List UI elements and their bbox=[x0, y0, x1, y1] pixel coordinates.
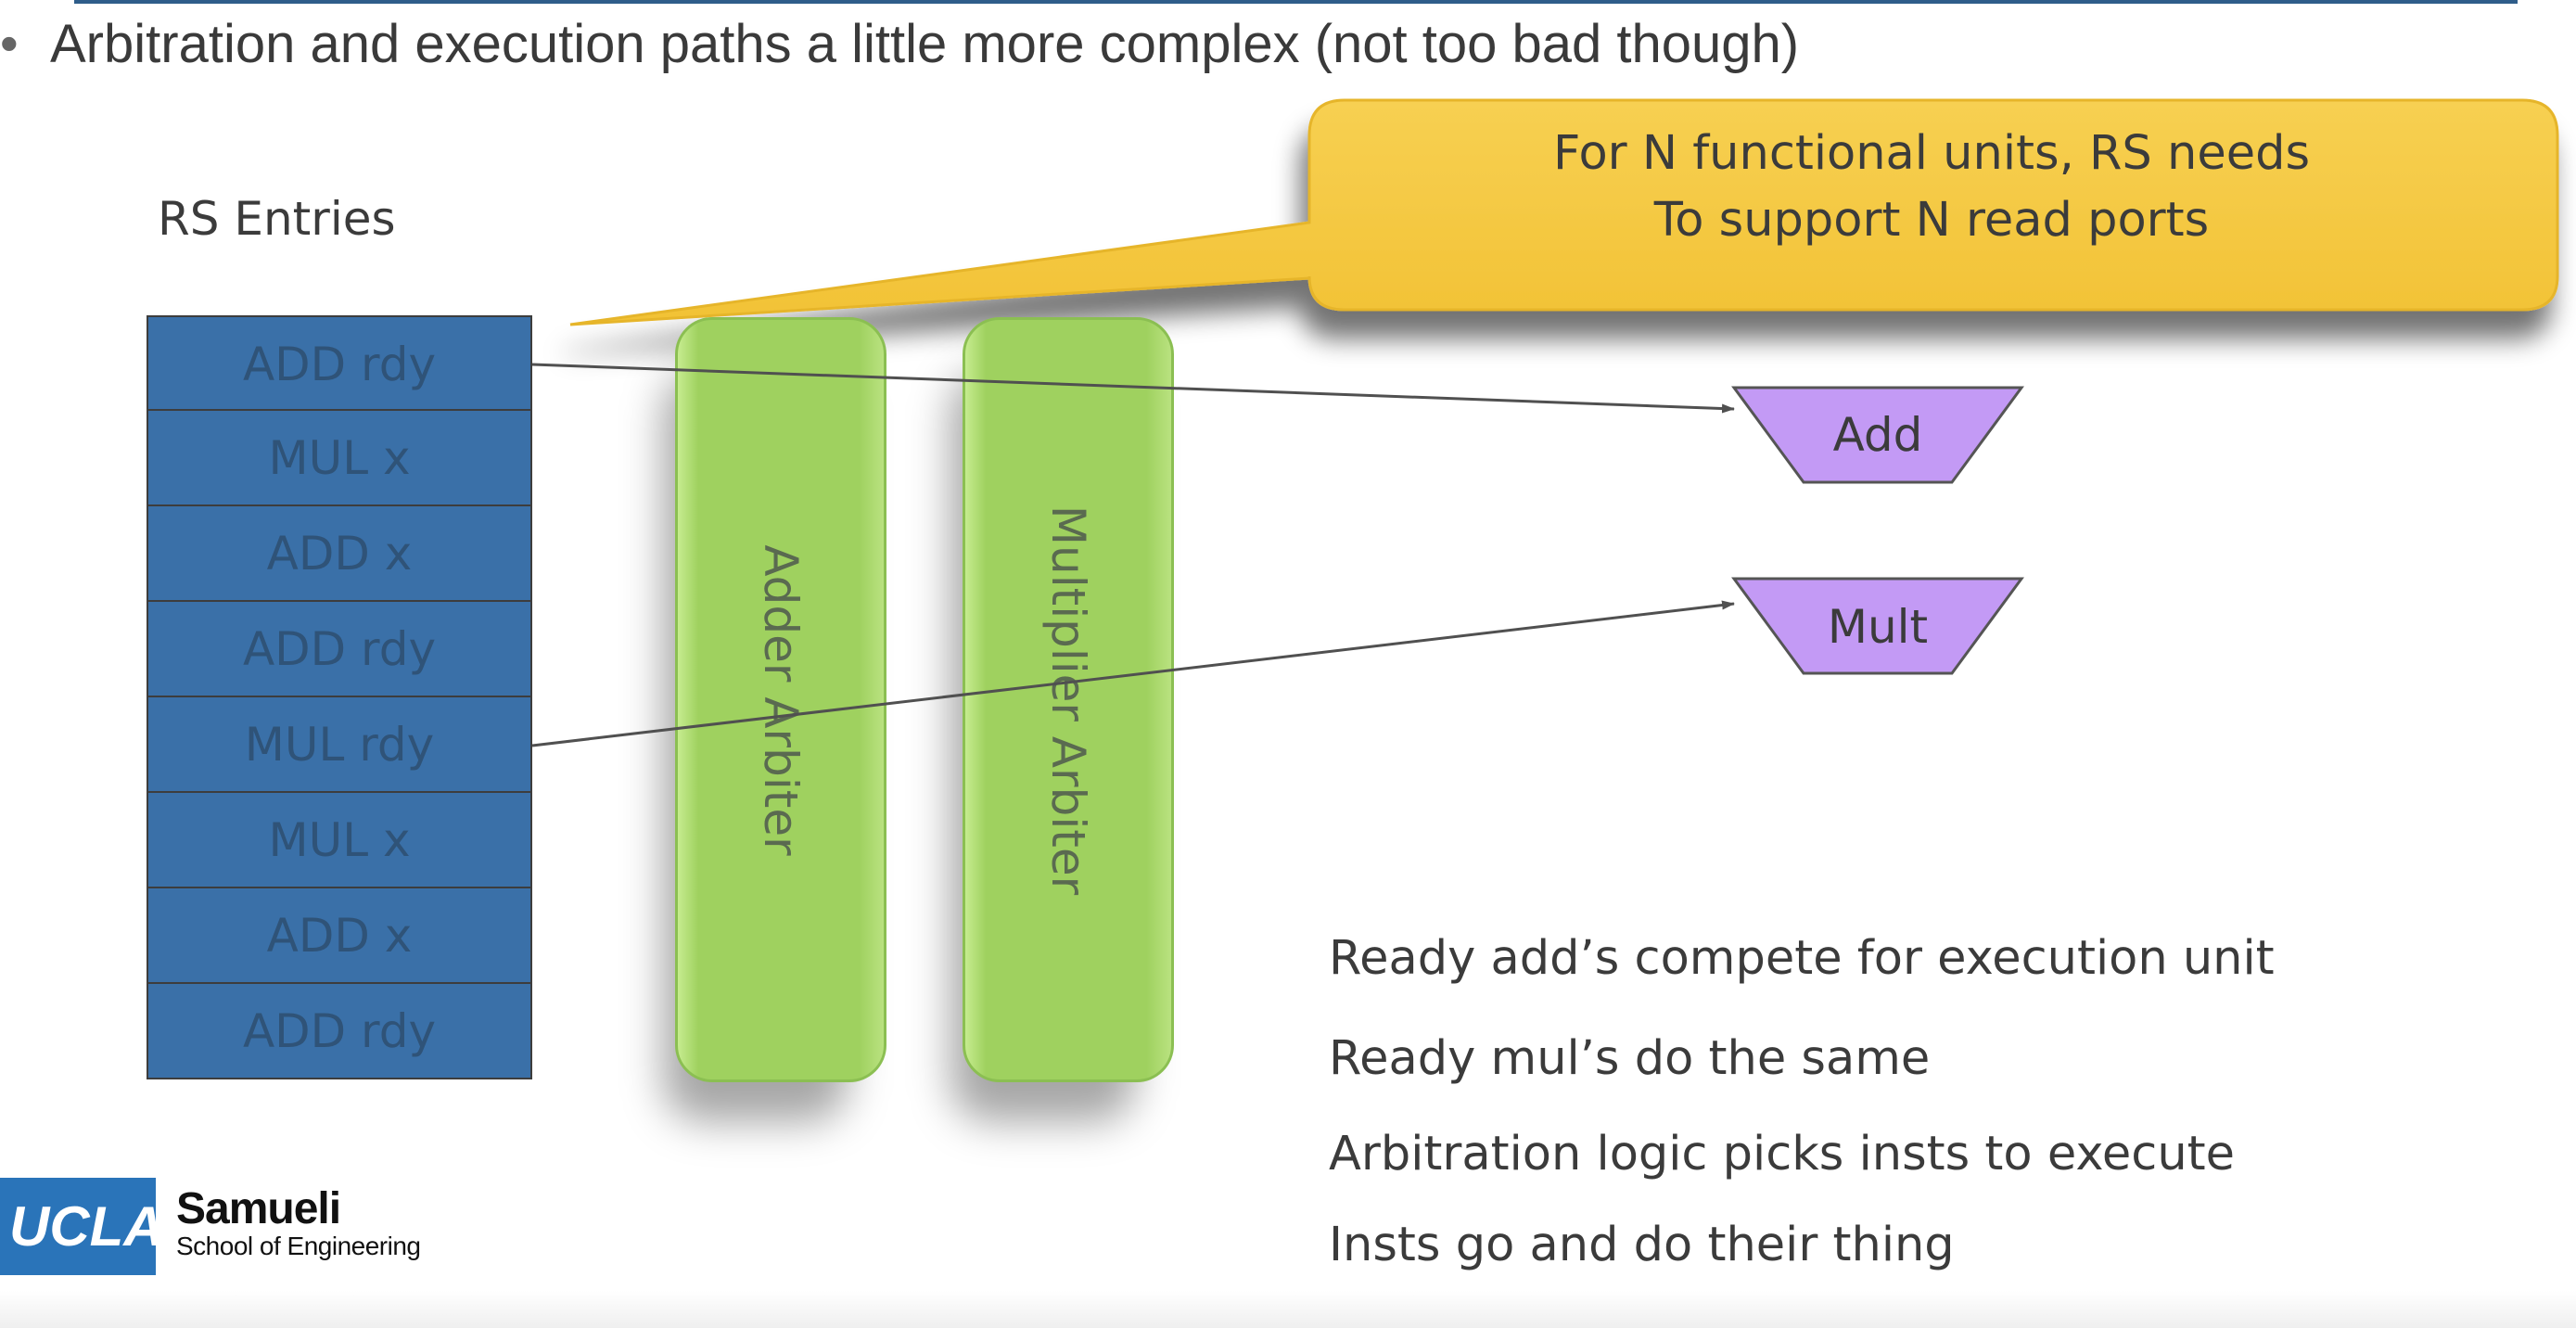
add-unit bbox=[1731, 386, 2024, 484]
rs-entry: ADD x bbox=[147, 888, 532, 984]
bullet-text: Arbitration and execution paths a little… bbox=[50, 14, 1800, 74]
multiplier-arbiter: Multiplier Arbiter bbox=[963, 317, 1174, 1082]
rs-entries-title: RS Entries bbox=[158, 192, 396, 246]
arrow-to-add bbox=[531, 363, 1735, 414]
note-3: Arbitration logic picks insts to execute bbox=[1329, 1127, 2236, 1181]
rs-entry: MUL rdy bbox=[147, 697, 532, 793]
bullet-marker: • bbox=[0, 14, 19, 72]
rs-entry: ADD rdy bbox=[147, 602, 532, 697]
callout-shape bbox=[569, 98, 2559, 326]
rs-entry: ADD x bbox=[147, 506, 532, 602]
note-4: Insts go and do their thing bbox=[1329, 1218, 1955, 1272]
rs-entry: ADD rdy bbox=[147, 315, 532, 411]
rs-entries-table: ADD rdy MUL x ADD x ADD rdy MUL rdy MUL … bbox=[147, 315, 532, 1079]
arrow-to-mult bbox=[531, 600, 1735, 747]
add-unit-label: Add bbox=[1832, 408, 1923, 462]
logo-subtitle: School of Engineering bbox=[176, 1232, 421, 1260]
callout-line-1: For N functional units, RS needs bbox=[1552, 126, 2311, 181]
callout-text: For N functional units, RS needs To supp… bbox=[1306, 121, 2557, 254]
bottom-strip bbox=[0, 1291, 2576, 1328]
note-2: Ready mul’s do the same bbox=[1329, 1031, 1931, 1086]
top-rule bbox=[74, 0, 2518, 4]
mult-unit bbox=[1731, 577, 2024, 675]
rs-entry: MUL x bbox=[147, 411, 532, 506]
ucla-logo: UCLA bbox=[0, 1178, 164, 1275]
logo-name: Samueli bbox=[176, 1184, 341, 1233]
note-1: Ready add’s compete for execution unit bbox=[1329, 931, 2275, 986]
callout-line-2: To support N read ports bbox=[1653, 193, 2210, 248]
adder-arbiter: Adder Arbiter bbox=[675, 317, 886, 1082]
rs-entry: ADD rdy bbox=[147, 984, 532, 1079]
mult-unit-label: Mult bbox=[1827, 600, 1929, 654]
rs-entry: MUL x bbox=[147, 793, 532, 888]
